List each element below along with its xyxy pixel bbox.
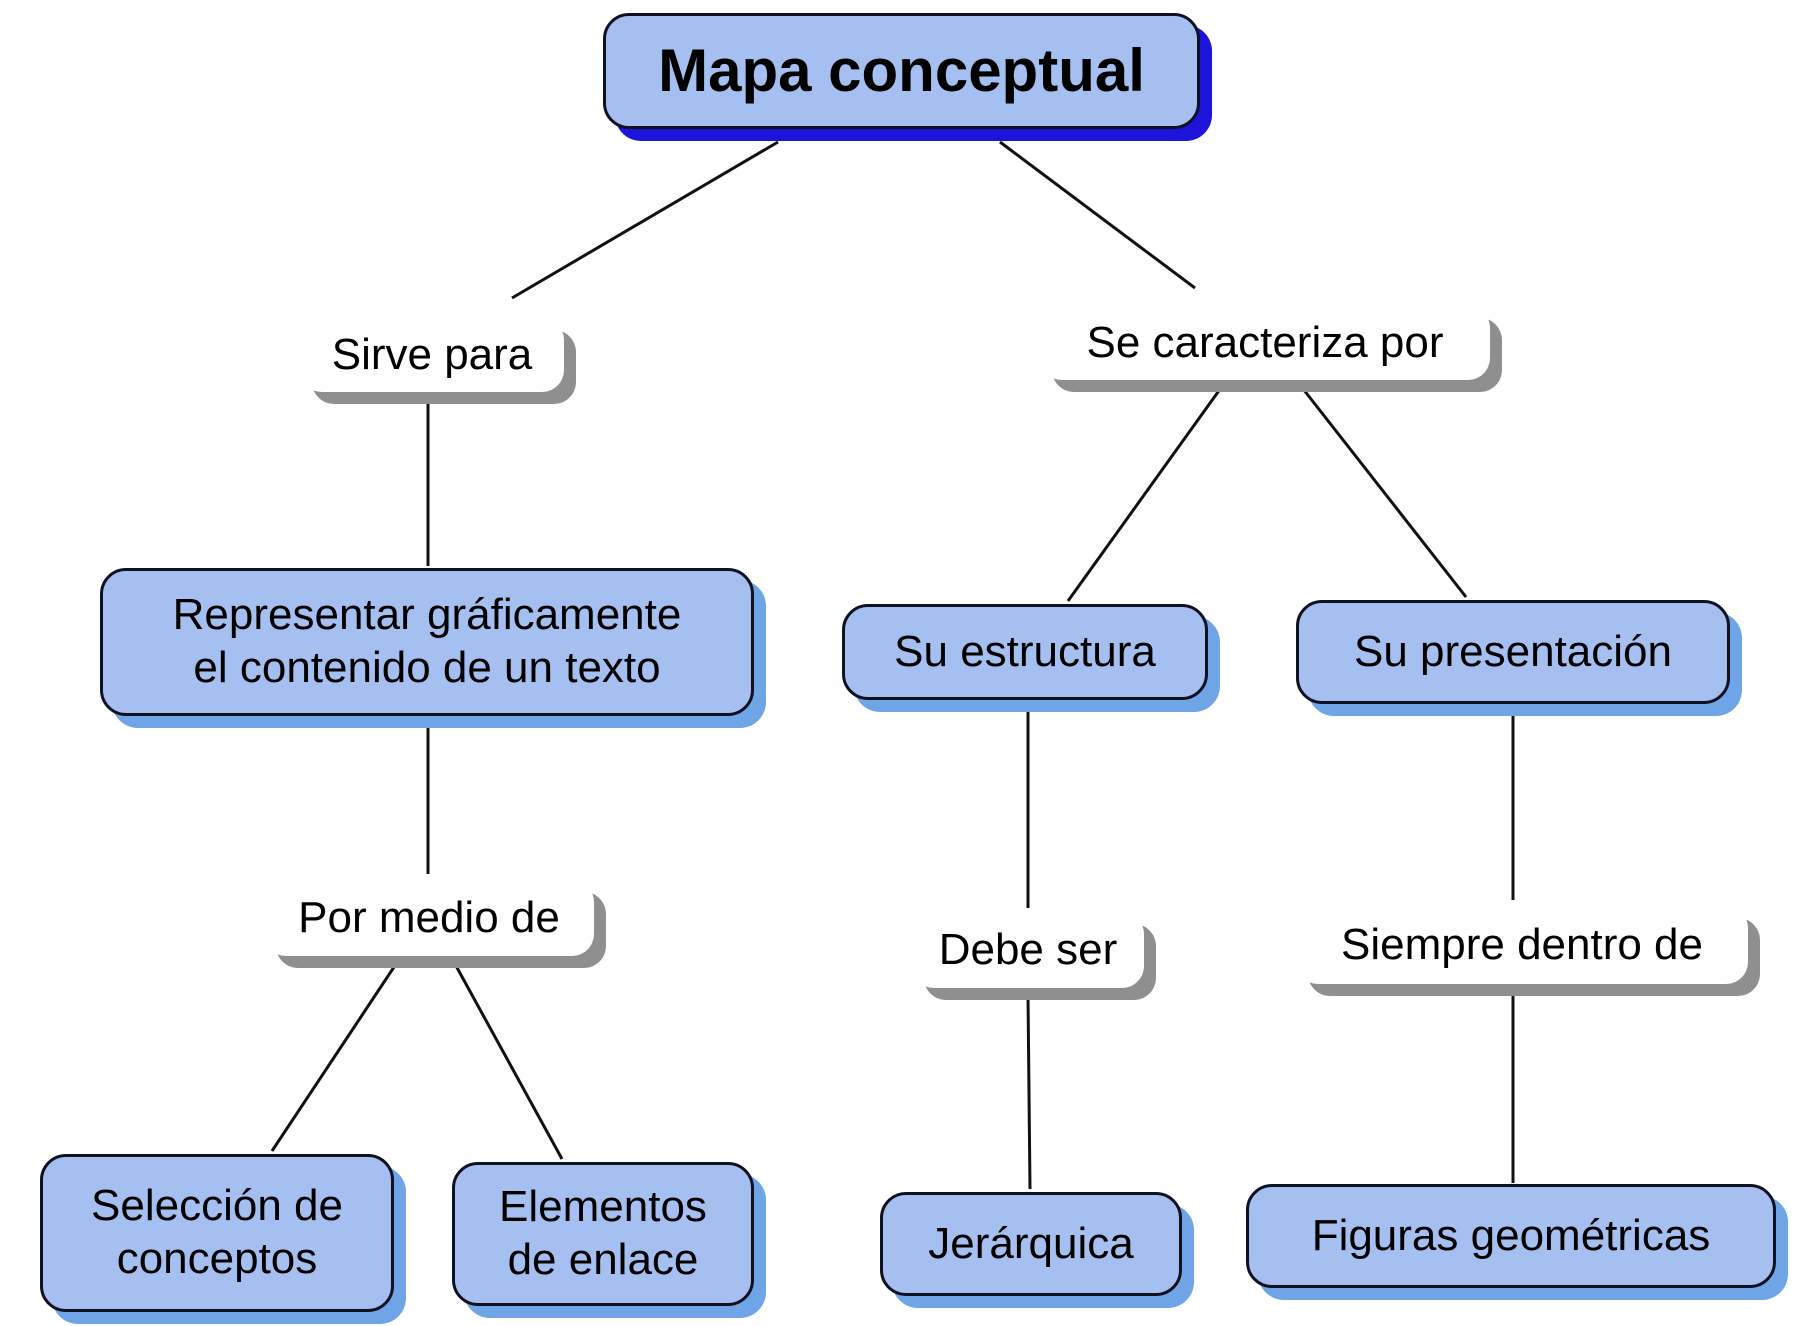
concept-node-figuras: Figuras geométricas: [1246, 1184, 1776, 1288]
root-concept-label: Mapa conceptual: [658, 37, 1145, 104]
root-concept-node: Mapa conceptual: [603, 13, 1200, 129]
link-phrase-label: Siempre dentro de: [1341, 919, 1703, 969]
concept-node-seleccion: Selección de conceptos: [40, 1154, 394, 1312]
link-phrase-label: Debe ser: [938, 924, 1118, 974]
concept-label: Figuras geométricas: [1311, 1210, 1711, 1260]
link-phrase-label: Por medio de: [298, 892, 560, 942]
concept-label: Elementos de enlace: [499, 1182, 707, 1284]
edge-root-sirve-para: [511, 140, 779, 300]
edge-se-caracteriza-presentacion: [1298, 384, 1468, 598]
concept-label: Jerárquica: [928, 1218, 1134, 1268]
link-phrase-debe-ser: Debe ser: [912, 912, 1144, 988]
edge-root-se-caracteriza: [999, 140, 1196, 290]
concept-label: Su estructura: [894, 626, 1156, 676]
concept-node-jerarquica: Jerárquica: [880, 1192, 1182, 1296]
edge-por-medio-de-seleccion: [270, 963, 398, 1152]
concept-label: Representar gráficamente el contenido de…: [172, 590, 682, 692]
concept-label: Su presentación: [1354, 626, 1672, 676]
concept-node-estructura: Su estructura: [842, 604, 1208, 700]
link-phrase-sirve-para: Sirve para: [300, 318, 564, 392]
concept-node-representar: Representar gráficamente el contenido de…: [100, 568, 754, 716]
link-phrase-por-medio-de: Por medio de: [264, 880, 594, 956]
concept-label: Selección de conceptos: [91, 1181, 343, 1283]
concept-node-elementos: Elementos de enlace: [452, 1162, 754, 1306]
link-phrase-label: Se caracteriza por: [1086, 317, 1444, 367]
concept-node-presentacion: Su presentación: [1296, 600, 1730, 704]
link-phrase-se-caracteriza-por: Se caracteriza por: [1040, 306, 1490, 380]
edge-se-caracteriza-estructura: [1066, 384, 1225, 602]
link-phrase-label: Sirve para: [331, 329, 533, 379]
edge-debe-ser-jerarquica: [1026, 995, 1032, 1190]
link-phrase-siempre-dentro-de: Siempre dentro de: [1296, 906, 1748, 984]
edge-por-medio-de-elementos: [453, 963, 564, 1160]
